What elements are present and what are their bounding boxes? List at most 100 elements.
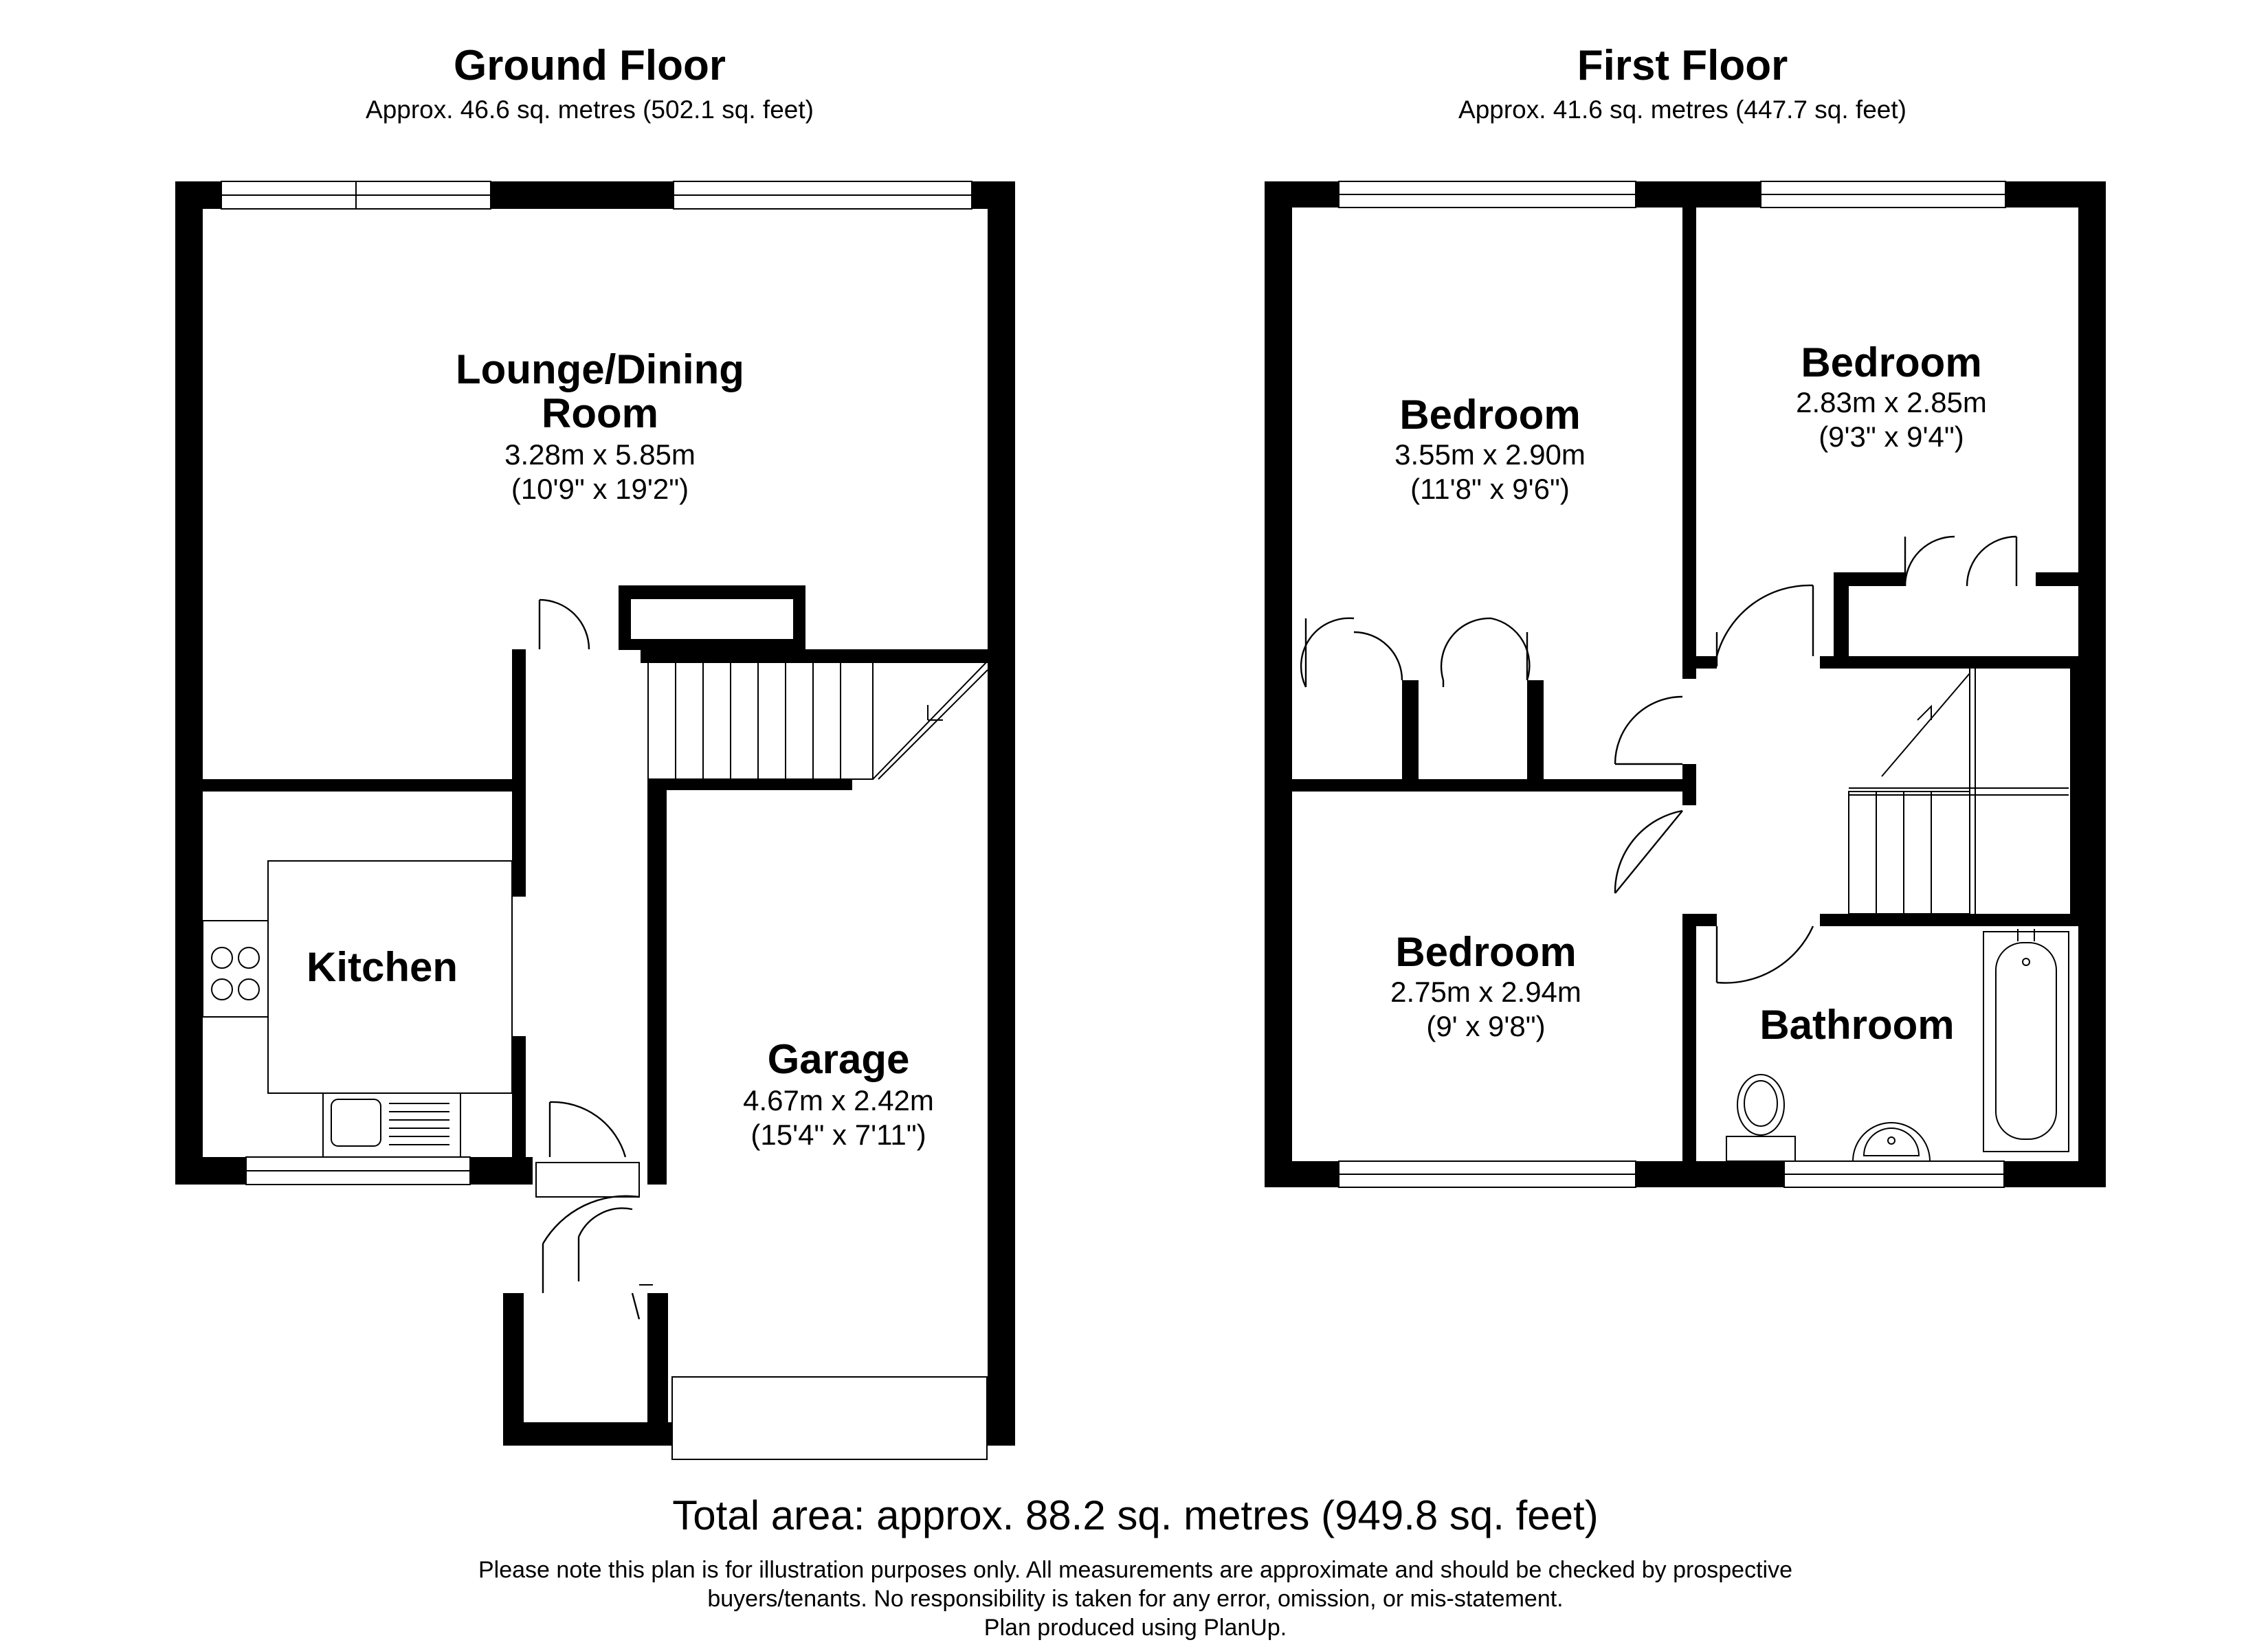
wash-basin <box>1852 1122 1931 1162</box>
door-swing <box>549 1101 627 1158</box>
room-imperial: (11'8" x 9'6") <box>1410 473 1570 505</box>
wall <box>1265 181 1292 1187</box>
room-label-bedroom-1: Bedroom 3.55m x 2.90m (11'8" x 9'6") <box>1394 392 1586 505</box>
stairs <box>647 660 874 780</box>
bath-plug <box>2022 958 2030 966</box>
wall <box>1820 914 2078 926</box>
door-swing <box>1715 584 1814 657</box>
garage-door <box>671 1376 988 1460</box>
door-swing <box>1904 535 1955 587</box>
room-label-garage: Garage 4.67m x 2.42m (15'4" x 7'11") <box>743 1036 934 1151</box>
first-floor-plan <box>1265 181 2106 1188</box>
room-name: Lounge/Dining <box>456 346 744 392</box>
wall <box>203 779 519 792</box>
door-swing <box>1716 926 1814 984</box>
door-swing <box>577 1207 633 1237</box>
door-swing <box>542 1195 640 1244</box>
wall <box>2078 181 2106 1187</box>
disclaimer-line: buyers/tenants. No responsibility is tak… <box>707 1586 1563 1612</box>
wall <box>175 181 203 1185</box>
hob-ring <box>211 978 233 1000</box>
stairs <box>1848 791 1970 915</box>
wall <box>512 1036 526 1185</box>
toilet-bowl <box>1737 1074 1785 1136</box>
sink-bowl <box>331 1099 381 1147</box>
door-swing <box>1614 809 1683 894</box>
disclaimer-line: Plan produced using PlanUp. <box>984 1615 1287 1641</box>
wash-basin-bowl <box>1863 1128 1920 1156</box>
room-label-lounge: Lounge/Dining Room 3.28m x 5.85m (10'9" … <box>456 346 744 505</box>
wall <box>1527 680 1544 783</box>
room-label-bathroom: Bathroom <box>1759 1002 1954 1048</box>
cupboard <box>631 599 793 639</box>
wall <box>1402 680 1419 783</box>
room-imperial: (9'3" x 9'4") <box>1819 420 1964 453</box>
ground-floor-header: Ground Floor Approx. 46.6 sq. metres (50… <box>366 42 814 124</box>
wall <box>1820 656 2078 669</box>
hob-ring <box>238 978 260 1000</box>
door-swing <box>1300 617 1355 688</box>
wall <box>503 1422 672 1446</box>
toilet-seat <box>1744 1080 1778 1127</box>
wall <box>512 649 526 897</box>
basin-plug <box>1887 1136 1895 1145</box>
wall <box>1834 572 1849 669</box>
first-floor-title: First Floor <box>1577 42 1788 89</box>
door-leaf <box>631 1292 641 1320</box>
bath <box>1983 931 2069 1152</box>
room-name: Bedroom <box>1395 929 1576 975</box>
room-name: Room <box>542 390 658 436</box>
wall <box>1682 656 1717 669</box>
door-swing <box>1353 631 1403 681</box>
ground-floor-plan <box>175 181 1015 1460</box>
room-name: Bathroom <box>1759 1002 1954 1048</box>
room-imperial: (15'4" x 7'11") <box>751 1119 926 1151</box>
wall <box>1834 572 1905 586</box>
hob-ring <box>211 947 233 969</box>
total-area: Total area: approx. 88.2 sq. metres (949… <box>672 1492 1598 1538</box>
door-swing <box>1440 617 1492 681</box>
room-imperial: (9' x 9'8") <box>1426 1010 1545 1042</box>
door-leaf <box>1614 810 1683 894</box>
wall <box>641 649 988 663</box>
front-door-frame <box>535 1162 640 1198</box>
wall <box>2070 669 2078 914</box>
door-swing <box>1614 695 1683 765</box>
room-label-kitchen: Kitchen <box>307 944 458 990</box>
hob-ring <box>238 947 260 969</box>
room-label-bedroom-2: Bedroom 2.83m x 2.85m (9'3" x 9'4") <box>1796 339 1987 453</box>
room-name: Bedroom <box>1801 339 1981 385</box>
wall <box>1682 914 1696 1187</box>
door-swing <box>1491 617 1531 681</box>
disclaimer: Please note this plan is for illustratio… <box>478 1557 1792 1641</box>
room-metric: 2.75m x 2.94m <box>1390 976 1581 1008</box>
first-floor-area: Approx. 41.6 sq. metres (447.7 sq. feet) <box>1458 96 1906 124</box>
stair-rail <box>878 669 988 780</box>
room-label-bedroom-3: Bedroom 2.75m x 2.94m (9' x 9'8") <box>1390 929 1581 1042</box>
stair-arrow <box>1917 704 1932 721</box>
disclaimer-line: Please note this plan is for illustratio… <box>478 1557 1792 1583</box>
kitchen-unit <box>202 920 269 1018</box>
wall <box>988 181 1015 1446</box>
first-floor-header: First Floor Approx. 41.6 sq. metres (447… <box>1458 42 1906 124</box>
stair-rail <box>1881 673 1970 777</box>
wall <box>503 1293 524 1446</box>
ground-floor-title: Ground Floor <box>454 42 726 89</box>
wall <box>2036 572 2078 586</box>
room-metric: 3.55m x 2.90m <box>1394 438 1586 471</box>
wall <box>647 1293 668 1446</box>
bath-basin <box>1995 942 2057 1140</box>
wall <box>1682 207 1696 679</box>
ground-floor-area: Approx. 46.6 sq. metres (502.1 sq. feet) <box>366 96 814 124</box>
room-name: Garage <box>768 1036 910 1082</box>
wall <box>1292 779 1696 792</box>
door-swing <box>1966 535 2017 587</box>
room-name: Bedroom <box>1399 392 1580 438</box>
room-metric: 3.28m x 5.85m <box>504 438 696 471</box>
wall <box>1682 914 1717 926</box>
room-name: Kitchen <box>307 944 458 990</box>
room-imperial: (10'9" x 19'2") <box>511 473 689 505</box>
wall <box>647 779 667 1185</box>
door-swing <box>539 598 590 650</box>
